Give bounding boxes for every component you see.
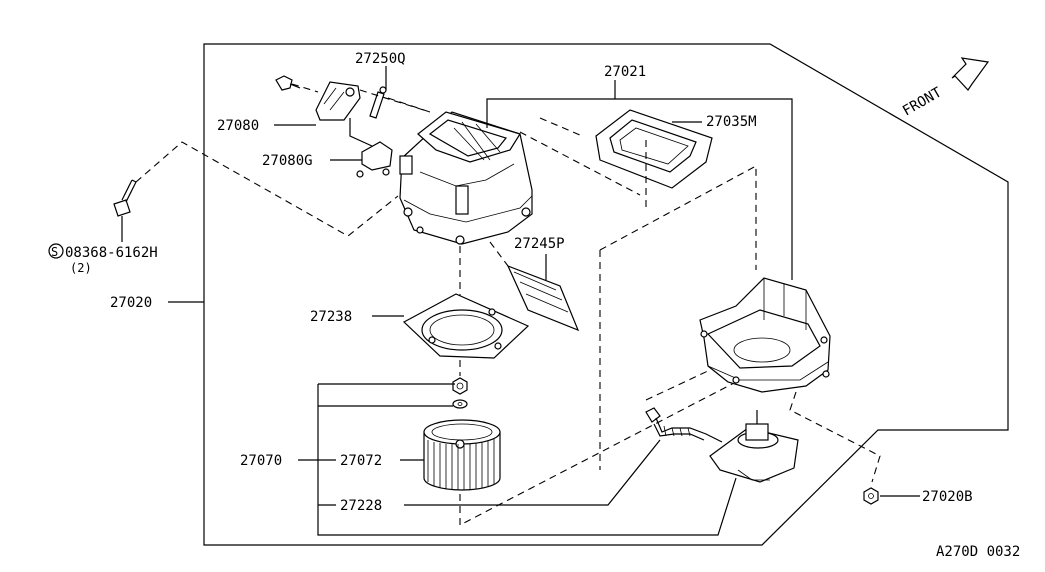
wire-harness-27228 (645, 407, 723, 443)
bolt-symbol: S (51, 245, 58, 259)
front-arrow-icon: FRONT (900, 57, 990, 119)
label-27020: 27020 (110, 295, 152, 311)
nut-on-shaft (452, 377, 468, 395)
label-27080g: 27080G (262, 153, 313, 169)
label-bolt: 08368-6162H (65, 245, 158, 261)
label-bolt-qty: (2) (70, 261, 92, 275)
label-27250q: 27250Q (355, 51, 406, 67)
assembly-boundary (203, 43, 1009, 546)
link-27250q (369, 86, 387, 119)
label-27072: 27072 (340, 453, 382, 469)
actuator-27080 (275, 75, 361, 121)
front-label: FRONT (900, 84, 945, 119)
seal-27035m (595, 109, 713, 189)
drawing-code: A270D 0032 (936, 544, 1020, 560)
gasket-27238 (402, 293, 530, 359)
washer-on-shaft (452, 399, 468, 409)
label-27035m: 27035M (706, 114, 757, 130)
label-27245p: 27245P (514, 236, 565, 252)
bolt-08368-6162h (113, 179, 137, 217)
label-27228: 27228 (340, 498, 382, 514)
label-27080: 27080 (217, 118, 259, 134)
label-27020b: 27020B (922, 489, 973, 505)
lower-blower-case (699, 277, 831, 393)
actuator-bracket-27080g (356, 141, 393, 178)
intake-case-housing (399, 111, 533, 245)
label-27238: 27238 (310, 309, 352, 325)
filter-27245p (506, 264, 580, 332)
nut-27020b (863, 487, 879, 505)
label-27021: 27021 (604, 64, 646, 80)
fan-27072 (423, 419, 501, 491)
s-symbol-icon (48, 243, 64, 259)
label-27070: 27070 (240, 453, 282, 469)
blower-motor (709, 410, 799, 483)
